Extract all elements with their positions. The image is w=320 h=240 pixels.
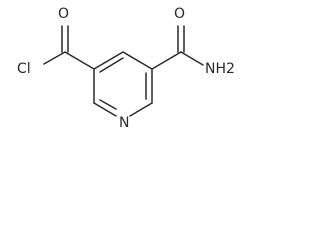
ring-bond-n1-c2 [93,102,117,117]
atom-label-o-right: O [174,6,185,22]
ring-inner-double-c3-c4 [99,57,124,73]
ring-bond-c6-n1 [129,102,153,117]
atom-label-o-left: O [58,6,69,22]
ring-inner-double-n1-c2 [99,99,117,110]
atom-label-nh2: NH2 [205,61,235,77]
bond-carbonyl-left-cl [43,51,66,65]
atom-label-cl: Cl [17,61,31,77]
bond-c5-carbonyl-right [151,51,182,70]
chemical-structure-diagram: Cl O O NH2 N [0,0,246,138]
ring-bond-c4-c5 [122,51,153,70]
ring-bond-c3-c4 [93,51,124,70]
bond-c3-carbonyl-left [64,51,95,70]
bond-carbonyl-right-n [180,51,204,66]
atom-label-n-ring: N [119,115,129,131]
molecule-svg: Cl O O NH2 N [17,6,235,131]
